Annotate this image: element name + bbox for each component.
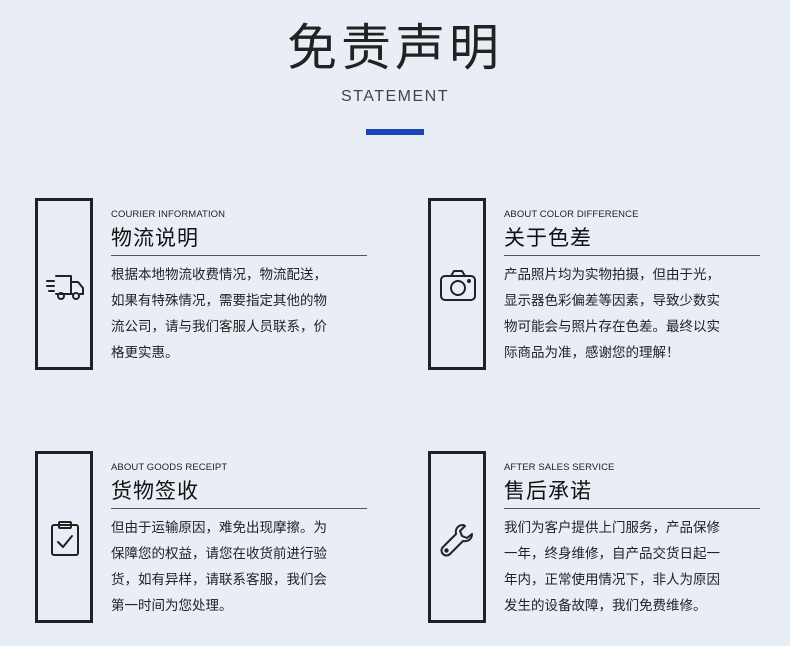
description-line: 显示器色彩偏差等因素，导致少数实: [504, 293, 720, 309]
divider: [111, 255, 367, 256]
section-heading: 关于色差: [504, 226, 592, 250]
divider: [504, 255, 760, 256]
after-sales-card: AFTER SALES SERVICE 售后承诺 我们为客户提供上门服务，产品保…: [428, 451, 790, 631]
description-line: 第一时间为您处理。: [111, 598, 233, 614]
description-line: 年内，正常使用情况下，非人为原因: [504, 572, 720, 588]
color-difference-card: ABOUT COLOR DIFFERENCE 关于色差 产品照片均为实物拍摄，但…: [428, 198, 790, 378]
description-line: 保障您的权益，请您在收货前进行验: [111, 546, 327, 562]
divider: [111, 508, 367, 509]
description-line: 物可能会与照片存在色差。最终以实: [504, 319, 720, 335]
section-label-en: ABOUT GOODS RECEIPT: [111, 462, 228, 473]
section-description: 根据本地物流收费情况，物流配送， 如果有特殊情况，需要指定其他的物 流公司，请与…: [111, 262, 371, 366]
description-line: 格更实惠。: [111, 345, 179, 361]
delivery-truck-icon: [45, 268, 85, 304]
description-line: 发生的设备故障，我们免费维修。: [504, 598, 707, 614]
description-line: 我们为客户提供上门服务，产品保修: [504, 520, 720, 536]
icon-frame: [428, 451, 486, 623]
description-line: 货，如有异样，请联系客服，我们会: [111, 572, 327, 588]
icon-frame: [35, 451, 93, 623]
section-heading: 售后承诺: [504, 479, 592, 503]
page-title: 免责声明: [287, 19, 503, 77]
section-description: 产品照片均为实物拍摄，但由于光， 显示器色彩偏差等因素，导致少数实 物可能会与照…: [504, 262, 764, 366]
section-label-en: ABOUT COLOR DIFFERENCE: [504, 209, 639, 220]
section-heading: 物流说明: [111, 226, 199, 250]
wrench-icon: [438, 521, 478, 557]
goods-receipt-card: ABOUT GOODS RECEIPT 货物签收 但由于运输原因，难免出现摩擦。…: [35, 451, 415, 631]
icon-frame: [428, 198, 486, 370]
section-description: 我们为客户提供上门服务，产品保修 一年，终身维修，自产品交货日起一 年内，正常使…: [504, 515, 764, 619]
page-subtitle: STATEMENT: [340, 88, 449, 105]
divider: [504, 508, 760, 509]
description-line: 流公司，请与我们客服人员联系，价: [111, 319, 327, 335]
description-line: 一年，终身维修，自产品交货日起一: [504, 546, 720, 562]
camera-icon: [438, 268, 478, 304]
description-line: 如果有特殊情况，需要指定其他的物: [111, 293, 327, 309]
description-line: 根据本地物流收费情况，物流配送，: [111, 267, 327, 283]
courier-info-card: COURIER INFORMATION 物流说明 根据本地物流收费情况，物流配送…: [35, 198, 415, 378]
icon-frame: [35, 198, 93, 370]
section-label-en: COURIER INFORMATION: [111, 209, 226, 220]
accent-bar: [366, 129, 424, 135]
description-line: 但由于运输原因，难免出现摩擦。为: [111, 520, 327, 536]
section-description: 但由于运输原因，难免出现摩擦。为 保障您的权益，请您在收货前进行验 货，如有异样…: [111, 515, 371, 619]
section-heading: 货物签收: [111, 479, 199, 503]
description-line: 际商品为准，感谢您的理解！: [504, 345, 680, 361]
description-line: 产品照片均为实物拍摄，但由于光，: [504, 267, 720, 283]
section-label-en: AFTER SALES SERVICE: [504, 462, 615, 473]
clipboard-check-icon: [45, 521, 85, 557]
